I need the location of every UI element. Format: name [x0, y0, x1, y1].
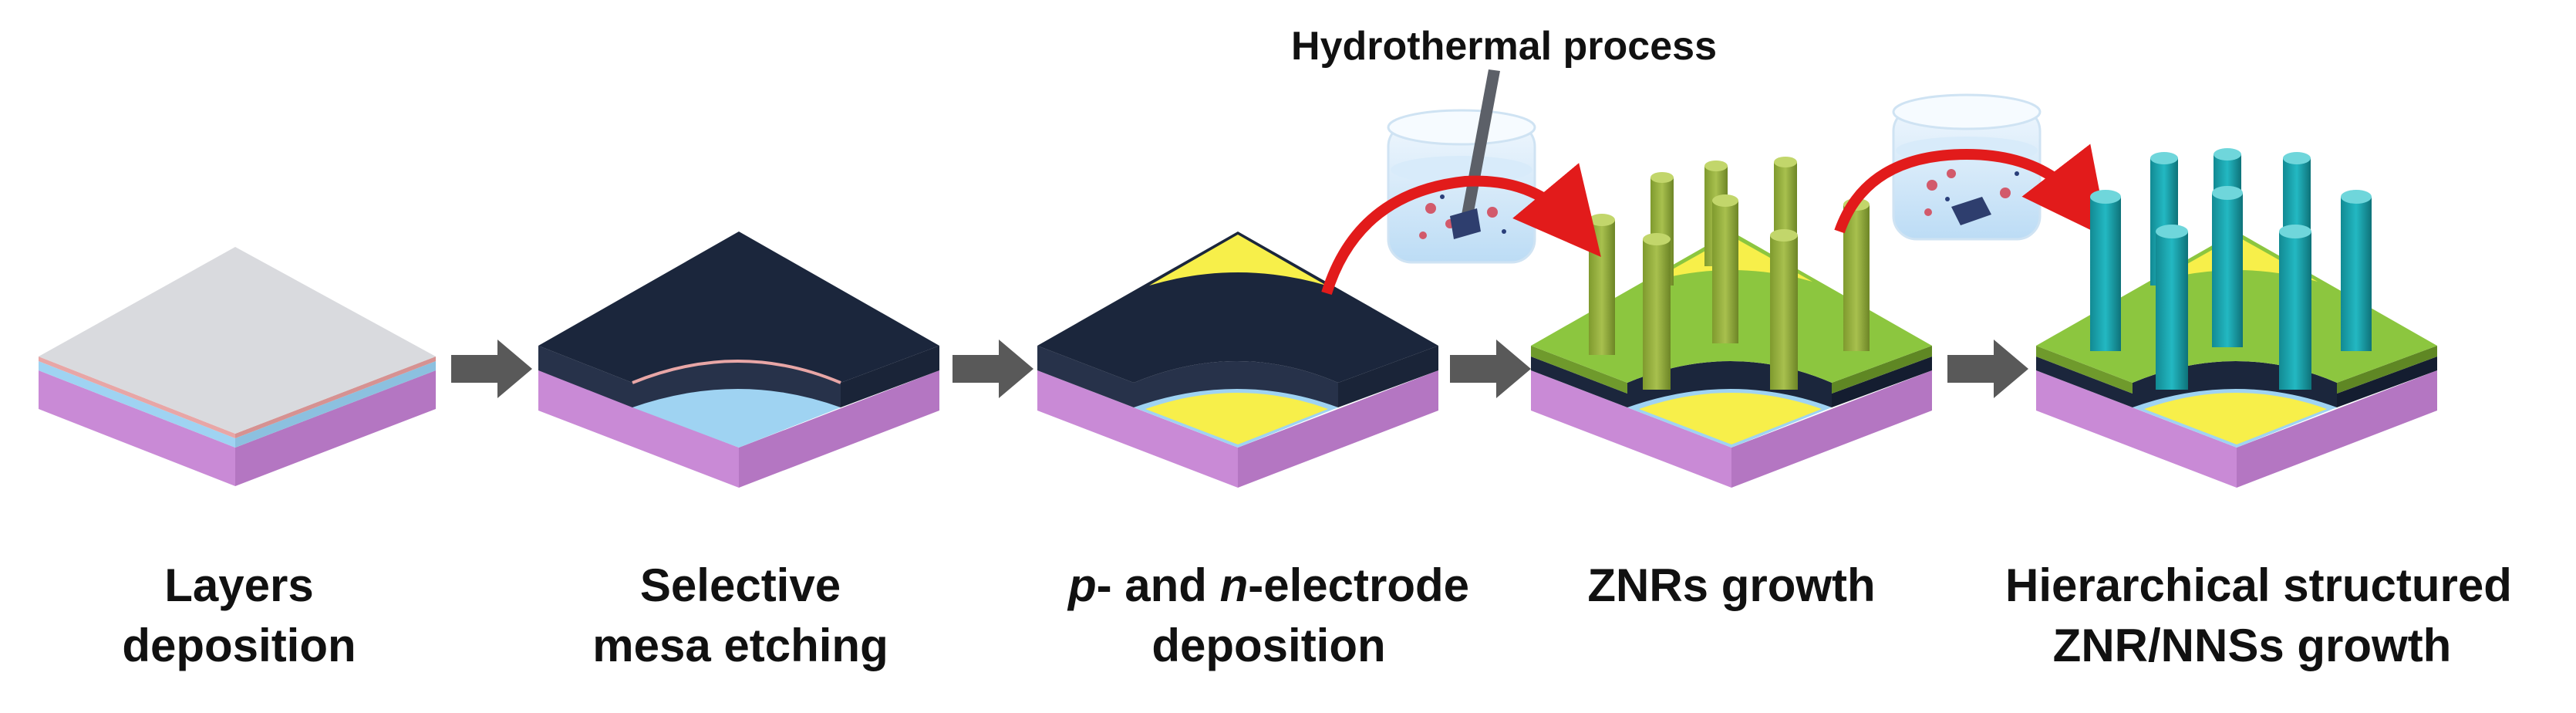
mesa-top: [538, 231, 939, 383]
p-electrode: [1149, 235, 1327, 286]
step-label-4: ZNRs growth: [1485, 556, 1978, 616]
step5-chip: [2036, 231, 2437, 488]
step-label-2-line2: mesa etching: [592, 620, 888, 671]
top-layer: [39, 247, 436, 434]
step-label-3-line1: p- and n-electrode: [1022, 556, 1516, 616]
step-label-2-line1: Selective: [639, 559, 841, 611]
beaker-1: [1387, 69, 1536, 264]
step-label-2: Selective mesa etching: [494, 556, 987, 676]
and-text: - and: [1096, 559, 1220, 611]
step-label-1-line2: deposition: [122, 620, 356, 671]
hydrothermal-process-label: Hydrothermal process: [1291, 24, 1717, 69]
step1-chip: [39, 247, 436, 486]
step-label-1: Layers deposition: [0, 556, 486, 676]
step-arrow-1: [451, 340, 532, 398]
zno-nns-rods: [2090, 148, 2372, 390]
step-label-3: p- and n-electrode deposition: [1022, 556, 1516, 676]
zno-nanorods: [1589, 157, 1870, 390]
step-label-5-line1: Hierarchical structured: [2005, 559, 2512, 611]
n-letter: n: [1219, 559, 1249, 611]
red-curved-arrow-2: [1834, 144, 2109, 239]
step-label-4-line1: ZNRs growth: [1587, 559, 1876, 611]
step3-chip: [1037, 231, 1438, 488]
step-arrow-2: [953, 340, 1033, 398]
step-arrow-4: [1947, 340, 2028, 398]
step-label-5: Hierarchical structured ZNR/NNSs growth: [2005, 556, 2512, 676]
n-electrode: [1145, 393, 1328, 444]
p-letter: p: [1067, 559, 1097, 611]
step-arrow-3: [1450, 340, 1531, 398]
step-label-5-line2: ZNR/NNSs growth: [2052, 620, 2452, 671]
step-label-3-line2: deposition: [1151, 620, 1386, 671]
step-label-1-line1: Layers: [164, 559, 314, 611]
step2-chip: [538, 231, 939, 488]
beaker-2: [1892, 93, 2042, 241]
red-curved-arrow-1: [1321, 163, 1601, 296]
electrode-text: -electrode: [1248, 559, 1470, 611]
